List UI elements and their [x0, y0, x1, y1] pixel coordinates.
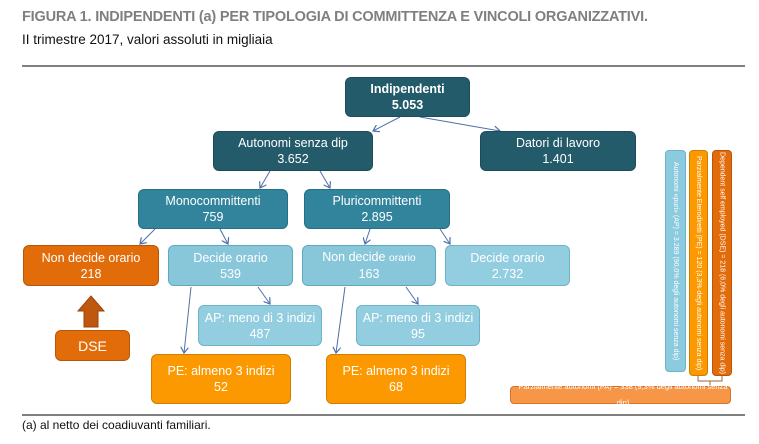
figure-title: FIGURA 1. INDIPENDENTI (a) PER TIPOLOGIA… — [22, 9, 648, 25]
node-value: 539 — [220, 266, 241, 281]
node-label: AP: meno di 3 indizi — [362, 310, 474, 325]
node-label: Datori di lavoro — [515, 136, 601, 150]
bottom-divider — [22, 414, 745, 416]
node-label-part: orario — [388, 252, 416, 264]
node-label-part: Non decide — [322, 250, 389, 264]
arrow — [319, 170, 330, 188]
node-mono-decide-orario: Decide orario 539 — [168, 245, 293, 286]
arrow — [257, 286, 270, 304]
node-pluri-ap: AP: meno di 3 indizi 95 — [356, 305, 480, 346]
node-value: 759 — [202, 210, 224, 224]
node-value: 95 — [411, 326, 425, 341]
node-mono-pe: PE: almeno 3 indizi 52 — [151, 354, 291, 404]
arrow — [219, 228, 228, 244]
node-value: 2.895 — [361, 210, 393, 224]
node-mono-ap: AP: meno di 3 indizi 487 — [198, 305, 322, 346]
node-value: 218 — [80, 266, 102, 281]
dse-up-arrow — [76, 295, 106, 328]
node-label: Autonomi senza dip — [238, 136, 348, 150]
node-value: 3.652 — [277, 152, 309, 166]
arrow — [140, 228, 156, 244]
legend-pe: Parzialmente Eterodiretti (PE) = 120 (3,… — [689, 150, 708, 376]
node-value: 68 — [389, 380, 403, 394]
legend-pa: Parzialmente autonomi (PA) = 338 (9,3% d… — [510, 382, 731, 407]
figure-subtitle: II trimestre 2017, valori assoluti in mi… — [22, 32, 273, 47]
legend-ap: Autonomi «puri» (AP) = 3.289 (90,0% degl… — [665, 150, 686, 372]
node-label: Non decide orario — [41, 250, 141, 265]
node-label: Decide orario — [193, 250, 268, 265]
arrow — [439, 228, 450, 244]
node-mono-non-decide-orario: Non decide orario 218 — [23, 245, 159, 286]
node-autonomi-senza-dip: Autonomi senza dip 3.652 — [213, 131, 373, 171]
node-pluri-decide-orario: Decide orario 2.732 — [445, 245, 570, 286]
node-label: Indipendenti — [370, 82, 445, 96]
node-value: 487 — [249, 326, 271, 341]
node-datori-di-lavoro: Datori di lavoro 1.401 — [480, 131, 636, 171]
node-dse: DSE — [55, 330, 130, 361]
legend-dse: Dependent self employed (DSE) = 218 (6,0… — [712, 150, 732, 376]
node-label: Non decide orario — [303, 249, 435, 266]
node-value: 1.401 — [542, 152, 574, 166]
node-label: AP: meno di 3 indizi — [204, 310, 316, 325]
node-label: DSE — [78, 337, 107, 354]
arrow — [373, 116, 401, 131]
node-value: 52 — [214, 380, 228, 394]
arrow — [184, 286, 192, 353]
node-pluricommittenti: Pluricommittenti 2.895 — [304, 189, 450, 229]
top-divider — [22, 65, 745, 67]
legend-dse-text: Dependent self employed (DSE) = 218 (6,0… — [718, 152, 726, 374]
arrow — [365, 228, 370, 244]
node-value: 2.732 — [491, 266, 524, 281]
arrow — [405, 286, 418, 304]
node-value: 5.053 — [391, 98, 424, 112]
node-pluri-non-decide-orario: Non decide orario 163 — [302, 245, 436, 286]
legend-pa-text: Parzialmente autonomi (PA) = 338 (9,3% d… — [518, 382, 728, 407]
node-indipendenti: Indipendenti 5.053 — [345, 77, 470, 117]
arrow — [336, 286, 346, 353]
node-value: 163 — [358, 267, 380, 281]
node-label: PE: almeno 3 indizi — [167, 364, 275, 378]
legend-pe-text: Parzialmente Eterodiretti (PE) = 120 (3,… — [695, 155, 702, 371]
node-label: PE: almeno 3 indizi — [342, 364, 450, 378]
node-monocommittenti: Monocommittenti 759 — [138, 189, 288, 229]
legend-ap-text: Autonomi «puri» (AP) = 3.289 (90,0% degl… — [672, 161, 679, 361]
node-label: Pluricommittenti — [332, 194, 422, 208]
arrow — [260, 170, 271, 188]
arrow — [419, 116, 500, 131]
footnote: (a) al netto dei coadiuvanti familiari. — [22, 418, 211, 432]
node-label: Decide orario — [470, 250, 545, 265]
node-pluri-pe: PE: almeno 3 indizi 68 — [326, 354, 466, 404]
node-label: Monocommittenti — [165, 194, 261, 208]
